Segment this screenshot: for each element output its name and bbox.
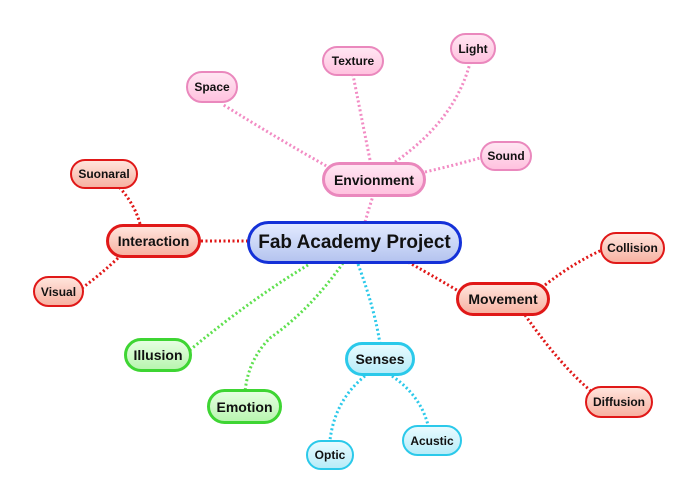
link-central-environment — [363, 195, 375, 223]
leaf-acustic-node[interactable]: Acustic — [402, 425, 462, 456]
leaf-collision-node[interactable]: Collision — [600, 232, 665, 264]
leaf-space-label: Space — [194, 80, 230, 94]
branch-interaction-node[interactable]: Interaction — [106, 224, 201, 258]
branch-illusion-node[interactable]: Illusion — [124, 338, 192, 372]
link-central-illusion — [189, 263, 309, 352]
link-environment-texture — [351, 74, 372, 161]
leaf-optic-node[interactable]: Optic — [306, 440, 354, 470]
branch-illusion-label: Illusion — [133, 347, 183, 363]
central-topic-label: Fab Academy Project — [258, 231, 451, 253]
leaf-light-label: Light — [458, 41, 488, 56]
leaf-suonaral-label: Suonaral — [78, 167, 130, 181]
leaf-sound-label: Sound — [487, 149, 525, 163]
link-interaction-suonaral — [118, 187, 142, 225]
branch-emotion-node[interactable]: Emotion — [207, 389, 282, 424]
leaf-light-node[interactable]: Light — [450, 33, 496, 64]
branch-environment-label: Envionment — [333, 171, 415, 188]
branch-movement-node[interactable]: Movement — [456, 282, 550, 316]
branch-senses-node[interactable]: Senses — [345, 342, 415, 376]
link-senses-acustic — [391, 374, 430, 426]
leaf-optic-label: Optic — [314, 448, 346, 462]
leaf-texture-label: Texture — [331, 54, 375, 68]
leaf-collision-label: Collision — [607, 241, 658, 255]
branch-emotion-label: Emotion — [216, 398, 273, 415]
link-interaction-visual — [81, 256, 120, 290]
branch-environment-node[interactable]: Envionment — [322, 162, 426, 197]
leaf-space-node[interactable]: Space — [186, 71, 238, 103]
link-senses-optic — [328, 374, 366, 441]
branch-interaction-label: Interaction — [117, 233, 190, 249]
leaf-diffusion-node[interactable]: Diffusion — [585, 386, 653, 418]
link-central-senses — [356, 263, 382, 345]
leaf-diffusion-label: Diffusion — [593, 395, 645, 409]
link-movement-collision — [544, 248, 603, 287]
link-central-emotion — [243, 262, 345, 393]
link-central-movement — [407, 260, 461, 294]
leaf-visual-label: Visual — [40, 284, 77, 299]
branch-senses-label: Senses — [355, 351, 405, 367]
link-environment-light — [394, 62, 472, 164]
leaf-acustic-label: Acustic — [410, 433, 454, 448]
link-environment-space — [221, 102, 331, 170]
leaf-suonaral-node[interactable]: Suonaral — [70, 159, 138, 189]
branch-movement-label: Movement — [468, 291, 538, 307]
leaf-texture-node[interactable]: Texture — [322, 46, 384, 76]
link-environment-sound — [424, 156, 481, 174]
leaf-sound-node[interactable]: Sound — [480, 141, 532, 171]
leaf-visual-node[interactable]: Visual — [33, 276, 84, 307]
central-topic-node[interactable]: Fab Academy Project — [247, 221, 462, 264]
link-movement-diffusion — [523, 314, 593, 394]
